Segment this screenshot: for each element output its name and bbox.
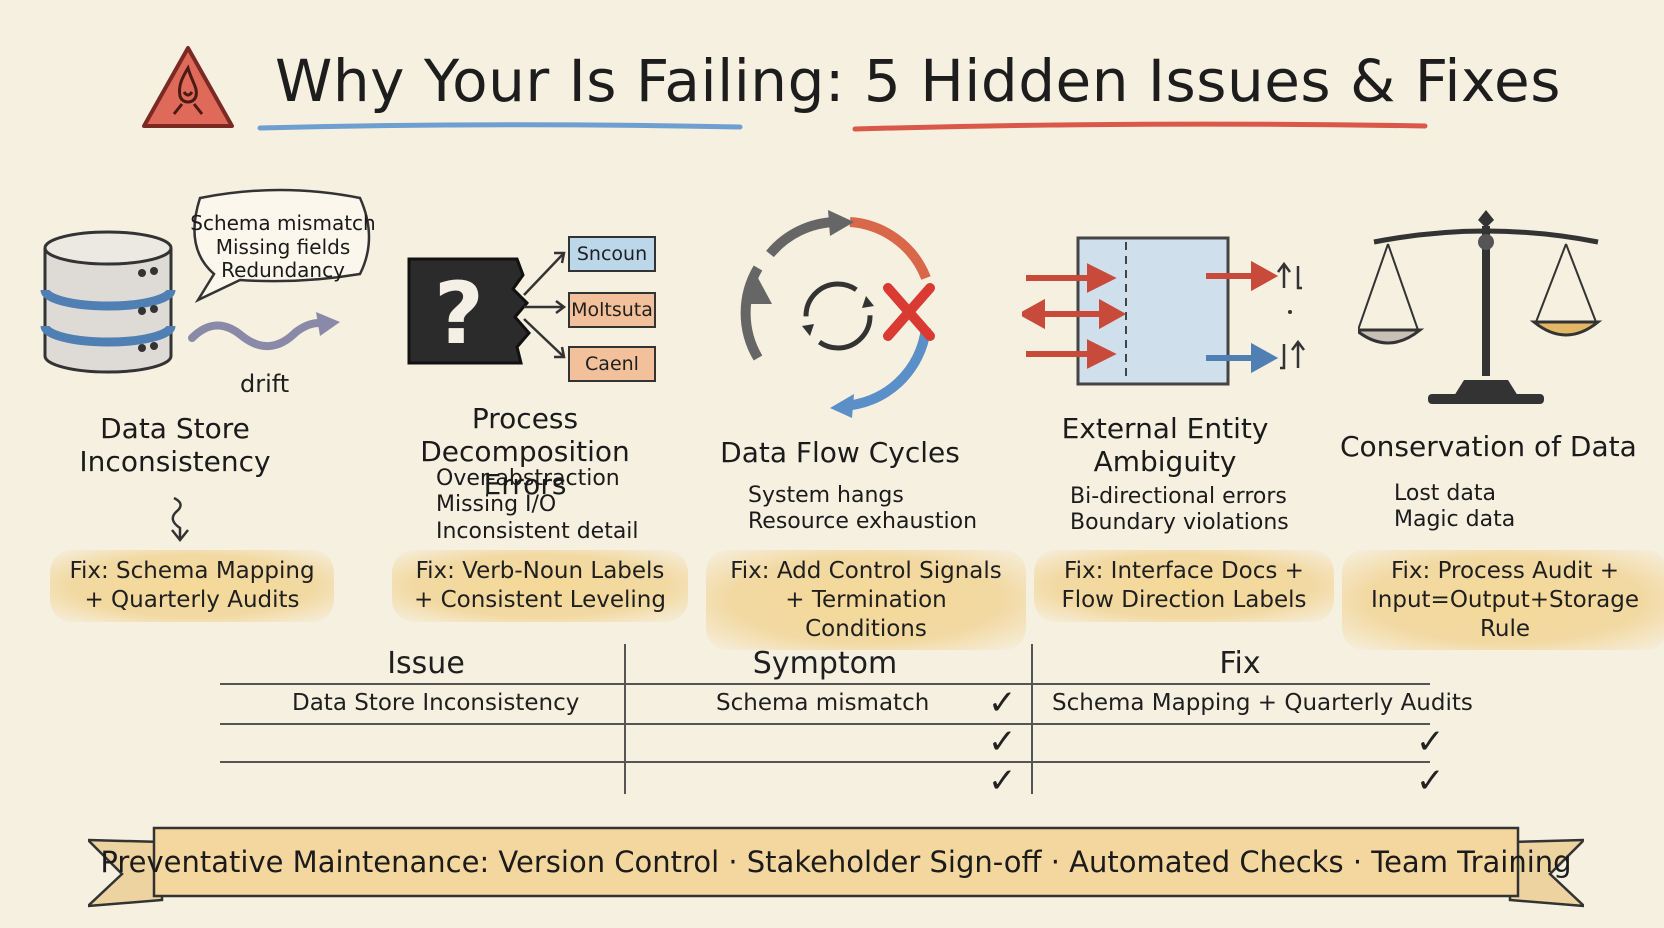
fix-cycles: Fix: Add Control Signals + Termination C… [706,550,1026,651]
table-cell-issue: Data Store Inconsistency [292,690,580,716]
drift-label: drift [240,370,290,398]
check-icon: ✓ [988,761,1017,801]
check-icon: ✓ [1416,761,1445,801]
table-header-symptom: Symptom [752,646,898,681]
maintenance-banner: Preventative Maintenance: Version Contro… [100,845,1572,879]
page-title: Why Your Is Failing: 5 Hidden Issues & F… [275,47,1561,115]
panel-title-process: Process Decomposition Errors [420,402,630,502]
decomposition-box: Moltsuta [568,292,656,328]
title-underline [257,121,1428,132]
question-box-icon: ? [407,257,531,365]
table-cell-fix: Schema Mapping + Quarterly Audits [1052,690,1473,716]
panel-title-external: External Entity Ambiguity [1061,412,1269,479]
balance-scale-icon [1358,210,1603,404]
warning-triangle-icon [142,46,234,128]
squiggle-down-arrow-icon [171,496,189,542]
speech-bubble [193,188,371,303]
table-header-fix: Fix [1219,646,1261,681]
symptom-list: Lost data Magic data [1394,481,1516,533]
ribbon-banner-shape [88,826,1584,908]
check-icon: ✓ [988,683,1017,723]
split-arrows-icon [523,251,567,359]
panel-title-conservation: Conservation of Data [1340,430,1637,463]
symptom-list: Bi-directional errors Boundary violation… [1070,484,1289,536]
svg-text:?: ? [434,264,484,364]
check-icon: ✓ [988,722,1017,762]
boundary-icon [1022,236,1305,386]
bubble-line: Redundancy [221,258,345,283]
table-header-issue: Issue [387,646,465,681]
check-icon: ✓ [1416,722,1445,762]
panel-title-cycles: Data Flow Cycles [720,436,960,469]
database-icon [40,230,176,374]
symptom-list: Over-abstraction Missing I/O Inconsisten… [436,466,639,544]
decomposition-box: Sncoun [568,236,656,272]
symptom-list: System hangs Resource exhaustion [748,483,978,535]
drift-arrow-icon [188,312,340,351]
fix-process: Fix: Verb-Noun Labels + Consistent Level… [392,550,688,622]
decomposition-box: Caenl [568,346,656,382]
table-cell-symptom: Schema mismatch [716,690,930,716]
panel-title-data-store: Data Store Inconsistency [79,412,271,479]
cycle-icon [740,210,935,418]
fix-conservation: Fix: Process Audit + Input=Output+Storag… [1342,550,1664,651]
bubble-line: Missing fields [215,234,351,259]
fix-external: Fix: Interface Docs + Flow Direction Lab… [1034,550,1334,622]
fix-data-store: Fix: Schema Mapping + Quarterly Audits [50,550,334,622]
summary-table-lines [220,644,1430,794]
bubble-line: Schema mismatch [190,211,376,235]
